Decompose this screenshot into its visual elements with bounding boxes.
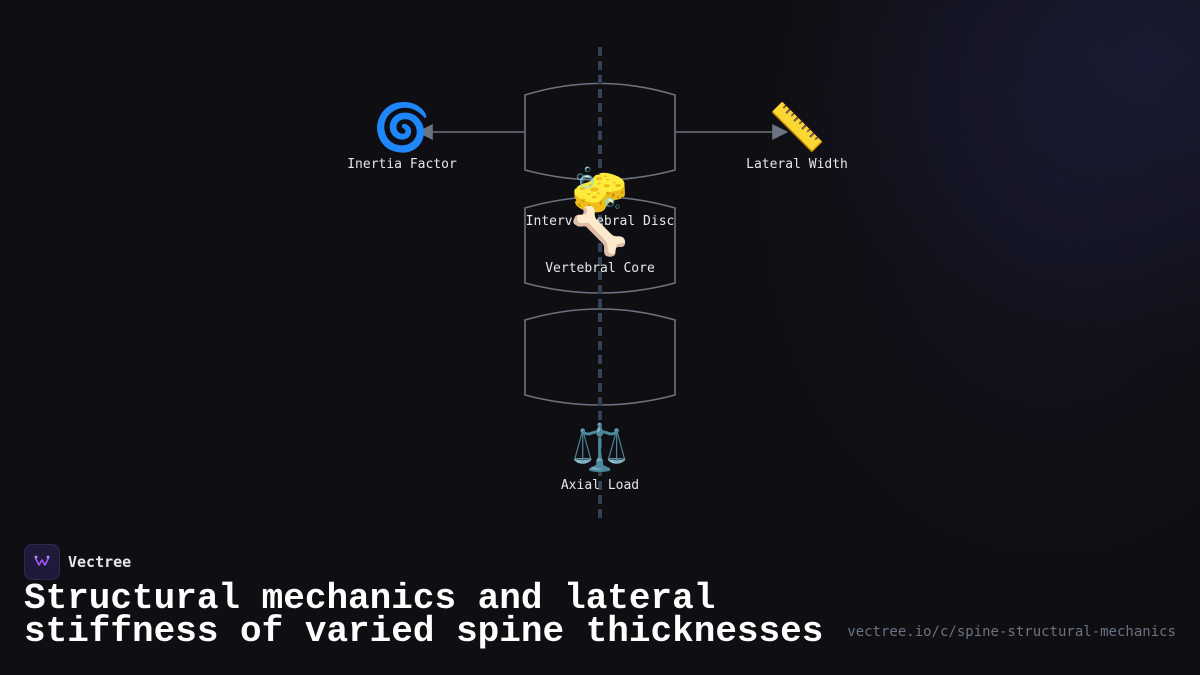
source-url: vectree.io/c/spine-structural-mechanics: [847, 624, 1176, 640]
axial-load-label: Axial Load: [560, 478, 640, 493]
ruler-icon: 📏: [768, 100, 826, 154]
vertebra-segment-top: [524, 82, 676, 181]
vertebra-segment-middle: [524, 196, 676, 294]
vectree-logo-icon: [24, 544, 60, 580]
brand-name: Vectree: [68, 553, 132, 571]
sponge-icon: 🧽: [571, 163, 629, 217]
lateral-width-label: Lateral Width: [746, 157, 848, 172]
inertia-factor-label: Inertia Factor: [347, 157, 457, 172]
vertebral-core-label: Vertebral Core: [545, 261, 655, 276]
brand: Vectree: [24, 544, 131, 580]
vertebra-segment-bottom: [524, 308, 676, 406]
cyclone-icon: 🌀: [373, 100, 431, 154]
balance-scale-icon: ⚖️: [571, 420, 629, 474]
intervertebral-disc-label: Intervertebral Disc: [525, 214, 675, 229]
page-title: Structural mechanics and lateral stiffne…: [24, 578, 824, 652]
bone-icon: 🦴: [571, 204, 629, 258]
